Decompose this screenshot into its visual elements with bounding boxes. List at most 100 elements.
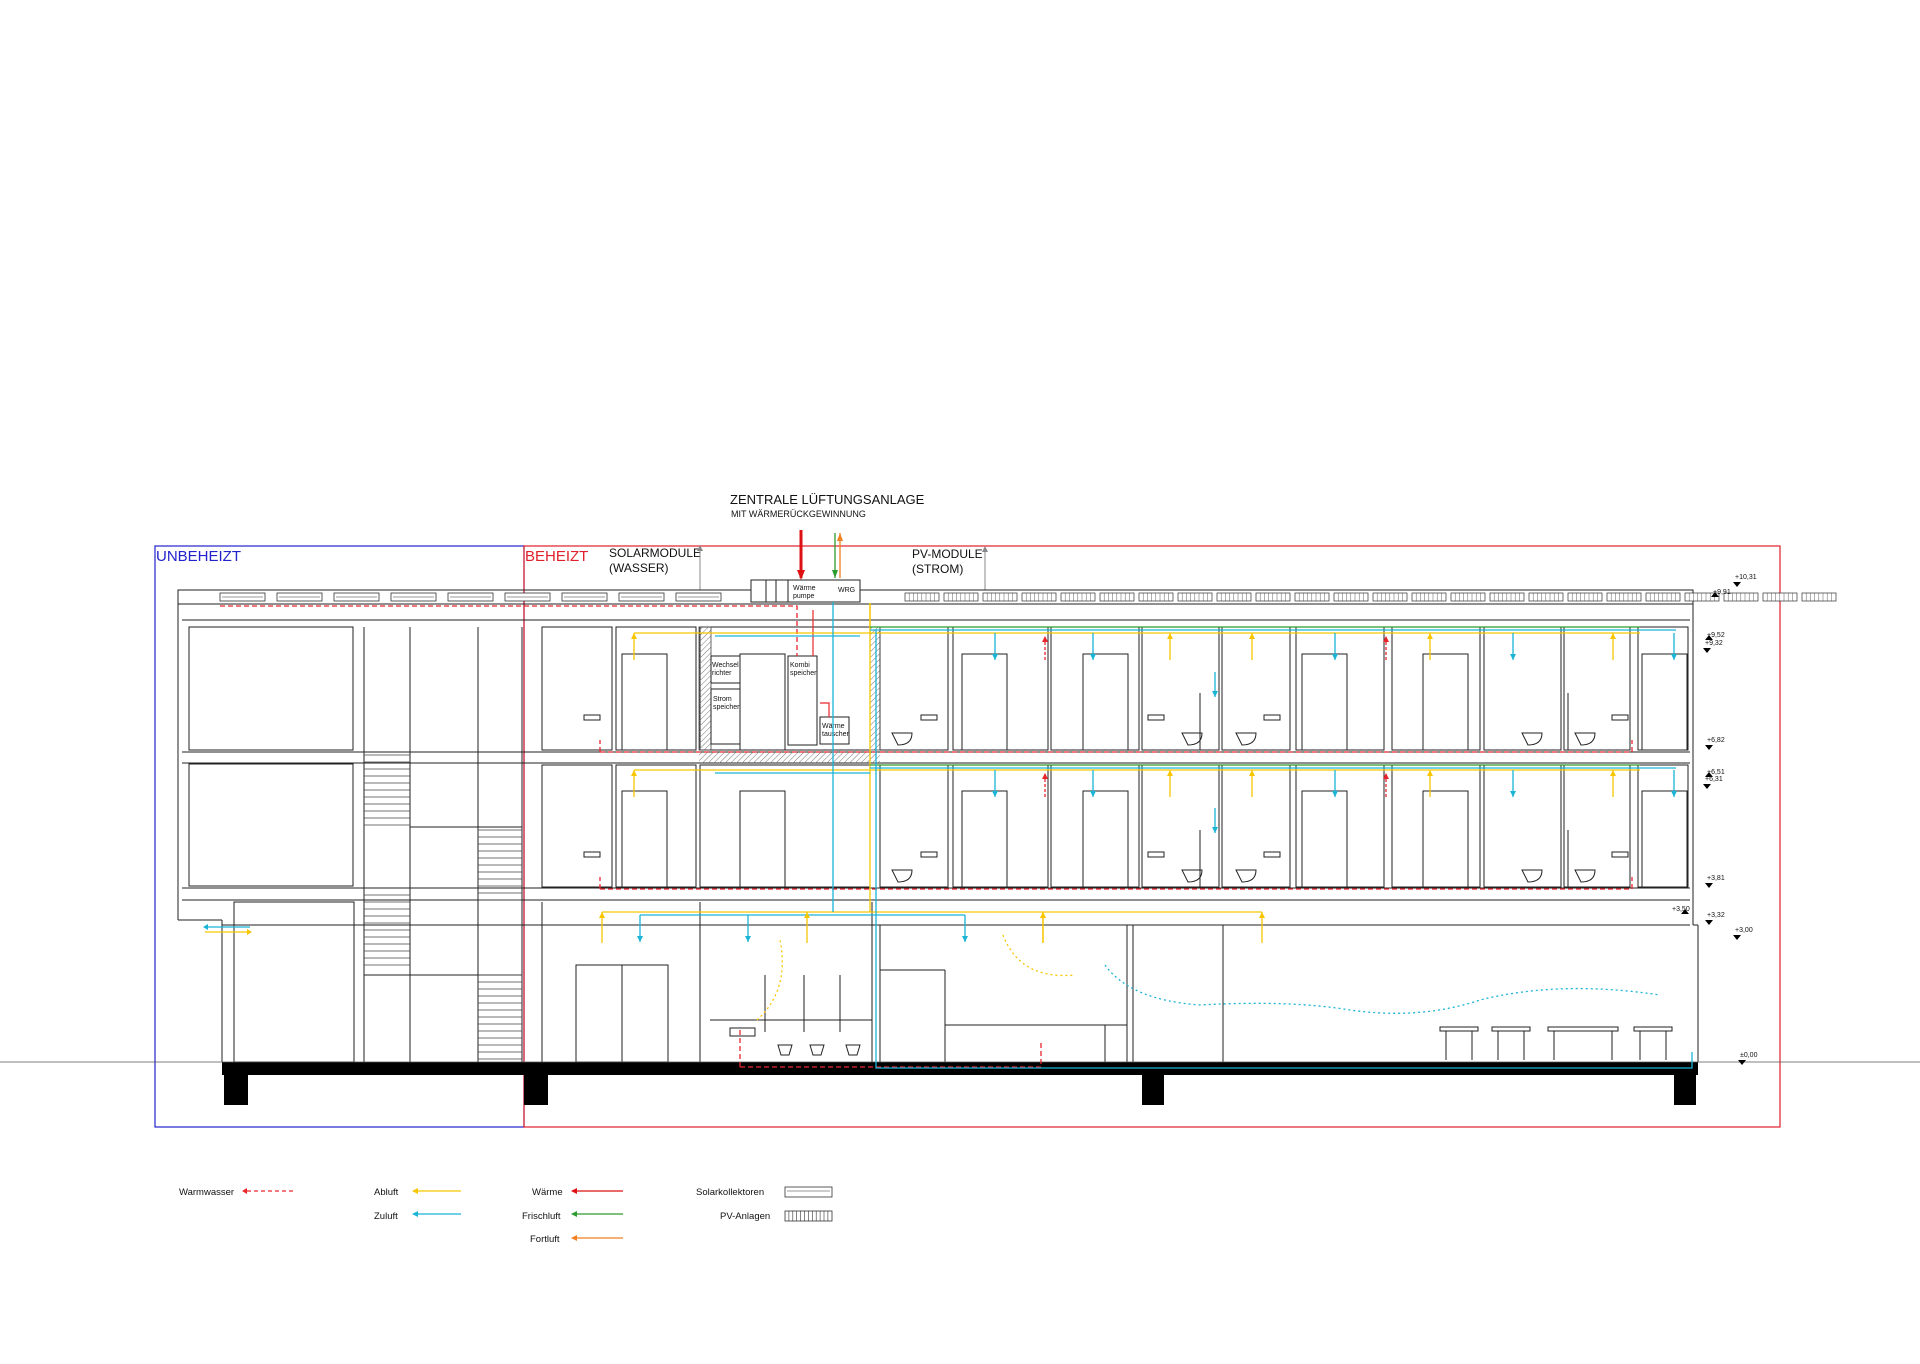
- pv-panels-roof: [904, 592, 1837, 602]
- shaft-hatched-right: [869, 626, 881, 751]
- flow-arrow: [1259, 912, 1265, 943]
- level-marker: +3,32: [1705, 912, 1725, 925]
- flow-arrows: [599, 633, 1677, 943]
- flow-arrow: [1249, 633, 1255, 660]
- level-label: ±0,00: [1740, 1052, 1758, 1059]
- level-marker: +6,82: [1705, 737, 1725, 750]
- legend-frischluft-label: Frischluft: [522, 1211, 561, 1222]
- legend-fortluft-arrow: [571, 1235, 577, 1241]
- solar-modules-sub: (WASSER): [609, 561, 669, 575]
- legend-fortluft-label: Fortluft: [530, 1234, 560, 1245]
- flow-arrow: [1212, 808, 1218, 833]
- heat-exchanger-label-2: tauscher: [822, 731, 850, 738]
- shaft-hatched-left: [698, 626, 712, 751]
- combi-storage-label-1: Kombi: [790, 662, 810, 669]
- battery-label-2: speicher: [713, 704, 740, 711]
- pv-panel: [1801, 592, 1837, 602]
- pv-panel: [943, 592, 979, 602]
- pv-panel: [1060, 592, 1096, 602]
- flow-arrow: [1610, 770, 1616, 797]
- solar-collector: [276, 592, 323, 602]
- legend-abluft-label: Abluft: [374, 1187, 399, 1198]
- level-marker: ±0,00: [1738, 1052, 1758, 1065]
- level-marker: +10,31: [1733, 574, 1757, 587]
- pv-panel: [1567, 592, 1603, 602]
- flow-arrow: [962, 915, 968, 942]
- flow-arrow: [1427, 770, 1433, 797]
- inverter-label-2: richter: [712, 670, 732, 677]
- equipment-boxes: Wechsel richter Strom speicher Kombi spe…: [710, 655, 850, 746]
- pv-panel: [1216, 592, 1252, 602]
- level-label: +3,50: [1672, 906, 1690, 913]
- flow-arrow: [1383, 636, 1389, 660]
- solar-collectors-roof: [219, 592, 722, 602]
- legend-solarkollektoren-label: Solarkollektoren: [696, 1187, 764, 1198]
- flow-arrow: [1212, 672, 1218, 697]
- heated-zone-frame: [523, 545, 1781, 1128]
- airflow-dotted-yellow: [756, 939, 783, 1021]
- flow-arrow: [1671, 770, 1677, 797]
- level-marker: +6,51: [1705, 769, 1725, 777]
- legend-zuluft-arrow: [412, 1211, 418, 1217]
- flow-arrow: [992, 770, 998, 797]
- legend-solarkollektoren-swatch: [784, 1186, 833, 1198]
- pv-panel: [904, 592, 940, 602]
- flow-arrow: [1510, 633, 1516, 660]
- level-marker: +9,91: [1711, 589, 1731, 597]
- legend-warmwasser-label: Warmwasser: [179, 1187, 234, 1198]
- flow-arrow: [1383, 773, 1389, 797]
- level-label: +6,51: [1707, 769, 1725, 776]
- legend-abluft-arrow: [412, 1188, 418, 1194]
- battery-label-1: Strom: [713, 696, 732, 703]
- flow-arrow: [1042, 636, 1048, 660]
- building-structure: [177, 589, 1699, 1063]
- level-label: +10,31: [1735, 574, 1757, 581]
- level-marker: +3,81: [1705, 875, 1725, 888]
- legend-zuluft-label: Zuluft: [374, 1211, 398, 1222]
- wrg-label: WRG: [838, 587, 855, 594]
- level-label: +6,31: [1705, 776, 1723, 783]
- solar-collector: [333, 592, 380, 602]
- airflow-dotted-yellow-2: [1002, 934, 1076, 977]
- flow-arrow: [804, 912, 810, 943]
- solar-collector: [504, 592, 551, 602]
- flow-arrow: [599, 912, 605, 943]
- flow-arrow: [1040, 912, 1046, 943]
- flow-arrow: [745, 915, 751, 942]
- pv-panel: [1762, 592, 1798, 602]
- legend-pv-anlagen-label: PV-Anlagen: [720, 1211, 770, 1222]
- level-label: +3,81: [1707, 875, 1725, 882]
- pv-panel: [1411, 592, 1447, 602]
- level-label: +6,82: [1707, 737, 1725, 744]
- flow-arrow: [1167, 770, 1173, 797]
- pv-panel: [1255, 592, 1291, 602]
- unheated-zone-frame: [154, 545, 525, 1128]
- ventilation-unit: Wärme pumpe WRG: [750, 579, 861, 603]
- pv-panel: [1138, 592, 1174, 602]
- level-label: +9,32: [1705, 640, 1723, 647]
- pv-panel: [1099, 592, 1135, 602]
- shaft-floor-hatch: [699, 752, 880, 763]
- heat-pump-label-1: Wärme: [793, 585, 816, 592]
- pv-panel: [1333, 592, 1369, 602]
- solar-collector: [561, 592, 608, 602]
- flow-arrow: [631, 633, 637, 660]
- flow-arrow: [631, 770, 637, 797]
- level-label: +3,00: [1735, 927, 1753, 934]
- flow-arrow: [1042, 773, 1048, 797]
- legend-warmwasser-arrow: [242, 1188, 247, 1194]
- flow-arrow: [1167, 633, 1173, 660]
- pv-panel: [1294, 592, 1330, 602]
- flow-arrow: [1427, 633, 1433, 660]
- flow-arrow: [1671, 633, 1677, 660]
- inverter-label-1: Wechsel: [712, 662, 739, 669]
- flow-arrow: [1332, 633, 1338, 660]
- pv-panel: [1528, 592, 1564, 602]
- solar-collector: [390, 592, 437, 602]
- pv-panel: [982, 592, 1018, 602]
- solar-modules-label: SOLARMODULE: [609, 546, 701, 560]
- level-markers: +10,31+9,91+9,52+9,32+6,82+6,51+6,31+3,8…: [1672, 574, 1758, 1065]
- solar-collector: [675, 592, 722, 602]
